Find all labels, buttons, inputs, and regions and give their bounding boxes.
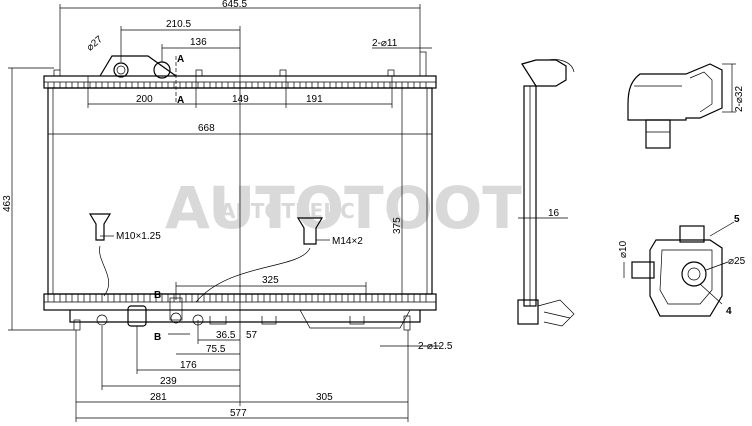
dim-136: 136 xyxy=(190,37,207,48)
dim-phi25: ⌀25 xyxy=(728,256,746,267)
temp-sensor-m14 xyxy=(296,217,324,245)
top-mount-pin xyxy=(419,51,427,77)
dim-645-5: 645.5 xyxy=(222,0,247,10)
dim-210-5: 210.5 xyxy=(166,19,191,30)
drain-plug xyxy=(631,261,655,279)
detail-drain-fitting: ⌀10 ⌀25 5 4 xyxy=(618,214,746,317)
dim-36-5: 36.5 xyxy=(216,330,236,341)
bottom-mount-pin-right xyxy=(403,315,411,331)
dim-239: 239 xyxy=(160,376,177,387)
dim-305: 305 xyxy=(316,392,333,403)
thread-m10: M10×1.25 xyxy=(116,231,161,242)
inlet-pipe-circle xyxy=(113,62,129,78)
section-a-bottom: A xyxy=(177,95,184,106)
watermark-main: AUTOTOOT xyxy=(165,174,522,242)
dim-16: 16 xyxy=(548,208,560,219)
section-a-top: A xyxy=(177,54,184,65)
dim-281: 281 xyxy=(150,392,167,403)
bottom-mount-pin-left xyxy=(73,319,81,331)
filler-neck xyxy=(99,55,177,77)
dim-phi10: ⌀10 xyxy=(618,240,629,258)
dimension-lines xyxy=(8,4,440,422)
bottom-tank-fins xyxy=(47,294,427,302)
dim-191: 191 xyxy=(306,94,323,105)
section-b-bottom: B xyxy=(154,332,161,343)
dim-149: 149 xyxy=(232,94,249,105)
side-inlet-pipe xyxy=(521,59,567,87)
dim-57: 57 xyxy=(246,330,258,341)
drain-port-circle xyxy=(681,261,707,287)
thread-m14: M14×2 xyxy=(332,236,363,247)
temp-sensor-m10 xyxy=(88,213,112,241)
dim-holes-top: 2-⌀11 xyxy=(372,38,398,49)
callout-5: 5 xyxy=(734,214,740,225)
radiator-side-view: 16 xyxy=(517,59,575,327)
dim-200: 200 xyxy=(136,94,153,105)
dim-375: 375 xyxy=(392,217,403,234)
watermark: AUTOTOOT АВТОТРЕЙС xyxy=(165,174,522,242)
dim-75-5: 75.5 xyxy=(206,344,226,355)
section-b-top: B xyxy=(154,290,161,301)
sensor-wire-right xyxy=(195,247,311,303)
dim-668: 668 xyxy=(198,123,215,134)
dim-phi32: 2-⌀32 xyxy=(734,86,745,112)
dim-325: 325 xyxy=(262,275,279,286)
top-tank-fins xyxy=(47,82,427,88)
dim-463: 463 xyxy=(2,195,13,212)
callout-4: 4 xyxy=(726,306,732,317)
dim-577: 577 xyxy=(230,408,247,419)
outlet-pipe xyxy=(127,305,147,327)
dim-phi27: ⌀27 xyxy=(85,34,106,54)
filler-neck-stub xyxy=(645,119,671,149)
watermark-sub: АВТОТРЕЙС xyxy=(220,199,355,223)
dim-holes-bottom: 2-⌀12.5 xyxy=(418,341,453,352)
detail-filler-neck: 2-⌀32 xyxy=(627,63,745,149)
sensor-wire-left xyxy=(99,245,110,297)
dim-176: 176 xyxy=(180,360,197,371)
side-outlet-pipe xyxy=(537,299,575,327)
